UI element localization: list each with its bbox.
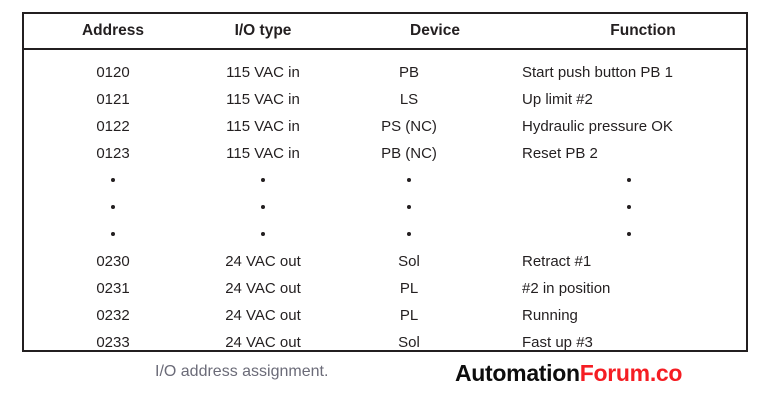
table-header-row: Address I/O type Device Function [24, 14, 746, 50]
ellipsis-dot-icon [111, 178, 115, 183]
ellipsis-io-type [188, 194, 338, 221]
io-address-table: Address I/O type Device Function 0120 115… [22, 12, 748, 352]
cell-device: PL [399, 307, 419, 324]
cell-io-type: 115 VAC in [226, 64, 300, 81]
table-row: 0230 24 VAC out Sol Retract #1 [24, 248, 746, 275]
cell-io-type: 115 VAC in [226, 118, 300, 135]
ellipsis-function [522, 167, 736, 194]
cell-device: PL [399, 280, 419, 297]
ellipsis-io-type [188, 221, 338, 248]
ellipsis-dot-icon [111, 232, 115, 237]
table-ellipsis-row [24, 194, 746, 221]
cell-device: Sol [398, 334, 420, 351]
cell-device: PS (NC) [381, 118, 437, 135]
column-header-function: Function [610, 22, 676, 39]
cell-device: Sol [398, 253, 420, 270]
cell-address: 0232 [96, 307, 130, 324]
ellipsis-io-type [188, 167, 338, 194]
watermark-automation-text: Automation [455, 360, 580, 386]
ellipsis-device [334, 194, 484, 221]
cell-function: Retract #1 [522, 253, 592, 270]
table-row: 0231 24 VAC out PL #2 in position [24, 275, 746, 302]
cell-address: 0230 [96, 253, 130, 270]
cell-address: 0120 [96, 64, 130, 81]
ellipsis-function [522, 194, 736, 221]
column-header-io-type: I/O type [234, 22, 292, 39]
cell-address: 0233 [96, 334, 130, 351]
ellipsis-dot-icon [407, 205, 411, 210]
cell-address: 0122 [96, 118, 130, 135]
ellipsis-dot-icon [111, 205, 115, 210]
cell-device: PB (NC) [381, 145, 437, 162]
ellipsis-address [38, 167, 188, 194]
ellipsis-dot-icon [261, 178, 265, 183]
column-header-device: Device [410, 22, 460, 39]
ellipsis-dot-icon [261, 205, 265, 210]
table-ellipsis-row [24, 167, 746, 194]
watermark: AutomationForum.co [455, 360, 682, 387]
cell-function: #2 in position [522, 280, 611, 297]
ellipsis-dot-icon [627, 232, 631, 237]
cell-function: Fast up #3 [522, 334, 593, 351]
ellipsis-device [334, 167, 484, 194]
cell-io-type: 115 VAC in [226, 145, 300, 162]
cell-function: Hydraulic pressure OK [522, 118, 673, 135]
table-ellipsis-row [24, 221, 746, 248]
cell-io-type: 24 VAC out [225, 307, 301, 324]
table-row: 0233 24 VAC out Sol Fast up #3 [24, 329, 746, 356]
cell-io-type: 24 VAC out [225, 334, 301, 351]
cell-address: 0121 [96, 91, 130, 108]
figure-caption: I/O address assignment. [155, 363, 329, 380]
ellipsis-address [38, 194, 188, 221]
ellipsis-device [334, 221, 484, 248]
ellipsis-dot-icon [627, 205, 631, 210]
ellipsis-dot-icon [407, 178, 411, 183]
ellipsis-dot-icon [407, 232, 411, 237]
cell-io-type: 24 VAC out [225, 253, 301, 270]
cell-device: LS [399, 91, 419, 108]
ellipsis-dot-icon [627, 178, 631, 183]
cell-function: Running [522, 307, 578, 324]
cell-function: Start push button PB 1 [522, 64, 673, 81]
cell-function: Up limit #2 [522, 91, 593, 108]
cell-address: 0231 [96, 280, 130, 297]
table-row: 0232 24 VAC out PL Running [24, 302, 746, 329]
ellipsis-address [38, 221, 188, 248]
table-row: 0123 115 VAC in PB (NC) Reset PB 2 [24, 140, 746, 167]
column-header-address: Address [81, 22, 145, 39]
cell-device: PB [398, 64, 419, 81]
table-row: 0121 115 VAC in LS Up limit #2 [24, 86, 746, 113]
ellipsis-function [522, 221, 736, 248]
watermark-forum-text: Forum.co [579, 360, 683, 386]
table-row: 0122 115 VAC in PS (NC) Hydraulic pressure … [24, 113, 746, 140]
table-row: 0120 115 VAC in PB Start push button PB 1 [24, 59, 746, 86]
cell-function: Reset PB 2 [522, 145, 598, 162]
ellipsis-dot-icon [261, 232, 265, 237]
cell-io-type: 24 VAC out [225, 280, 301, 297]
cell-address: 0123 [96, 145, 130, 162]
cell-io-type: 115 VAC in [226, 91, 300, 108]
